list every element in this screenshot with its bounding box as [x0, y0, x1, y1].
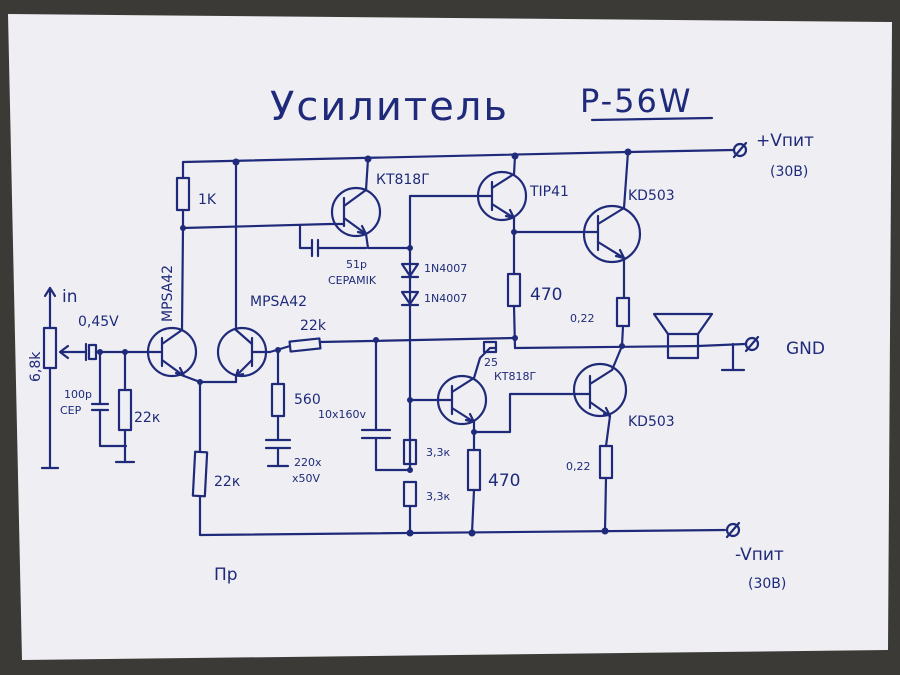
cap-100p	[90, 350, 128, 448]
cap-51p	[298, 224, 368, 258]
c100p-value: 100p	[64, 388, 92, 401]
vminus-label: -Vпит	[735, 545, 784, 565]
c100p-type: CEP	[60, 404, 82, 417]
speaker	[652, 312, 747, 360]
negative-rail	[198, 494, 741, 539]
model-underline	[590, 116, 714, 122]
resistor-22k-input	[114, 350, 136, 464]
r22k-fb-value: 22k	[300, 318, 327, 334]
positive-rail	[181, 141, 748, 169]
d1-label: 1N4007	[424, 262, 467, 275]
c220u-value: 220x	[294, 456, 322, 469]
input-terminal	[43, 286, 57, 302]
r33b-value: 3,3к	[426, 490, 450, 503]
model-text: P-56W	[580, 82, 693, 120]
resistor-022-bottom	[598, 444, 614, 533]
r22k-tail-value: 22к	[214, 474, 240, 490]
resistor-022-top	[615, 296, 631, 348]
r560-value: 560	[294, 392, 321, 408]
bias-chain	[400, 194, 482, 535]
r33a-value: 3,3к	[426, 446, 450, 459]
c10u-value: 10x160v	[318, 408, 367, 421]
vplus-terminal	[732, 142, 748, 158]
resistor-470-bottom	[466, 392, 582, 535]
vminus-terminal	[725, 522, 741, 538]
vplus-volt: (30В)	[770, 164, 808, 180]
c220u-volt: x50V	[292, 472, 321, 485]
vminus-volt: (30В)	[748, 576, 786, 592]
r25-value: 25	[484, 356, 498, 369]
input-level: 0,45V	[78, 314, 119, 330]
resistor-560	[270, 348, 286, 442]
transistor-q2	[216, 160, 272, 384]
vplus-label: +Vпит	[756, 131, 814, 151]
note-text: Пр	[214, 565, 238, 585]
input-potentiometer	[40, 298, 82, 470]
d2-label: 1N4007	[424, 292, 467, 305]
resistor-25	[482, 340, 498, 354]
c51p-type: CEPAMIK	[328, 274, 377, 287]
c51p-value: 51p	[346, 258, 367, 271]
r470-bot-value: 470	[488, 471, 520, 491]
q7-label: KD503	[628, 414, 675, 430]
gnd-label: GND	[786, 339, 825, 359]
gnd-terminal	[720, 335, 760, 372]
transistor-q4	[476, 154, 528, 276]
q3-label: КТ818Г	[376, 172, 430, 188]
cap-10u	[360, 338, 412, 472]
r1k-value: 1K	[198, 192, 217, 208]
q1-label: MPSA42	[160, 265, 176, 322]
r470-top-value: 470	[530, 285, 562, 305]
q6-label: КТ818Г	[494, 370, 537, 383]
q4-label: TIP41	[529, 184, 569, 200]
transistor-q5	[512, 150, 642, 300]
paper-sheet	[8, 14, 892, 660]
input-label: in	[62, 287, 78, 307]
resistor-470-top	[506, 272, 702, 350]
r022-bot-value: 0,22	[566, 460, 591, 473]
q2-label: MPSA42	[250, 294, 307, 310]
transistor-q3	[328, 157, 412, 250]
transistor-q1	[146, 226, 238, 384]
r022-top-value: 0,22	[570, 312, 595, 325]
q5-label: KD503	[628, 188, 675, 204]
pot-value: 6,8k	[28, 351, 44, 382]
cap-220u	[264, 438, 292, 468]
title-text: Усилитель	[270, 84, 509, 130]
transistor-q7	[572, 344, 628, 448]
r22k-input-value: 22к	[134, 410, 160, 426]
resistor-22k-tail	[191, 380, 209, 498]
